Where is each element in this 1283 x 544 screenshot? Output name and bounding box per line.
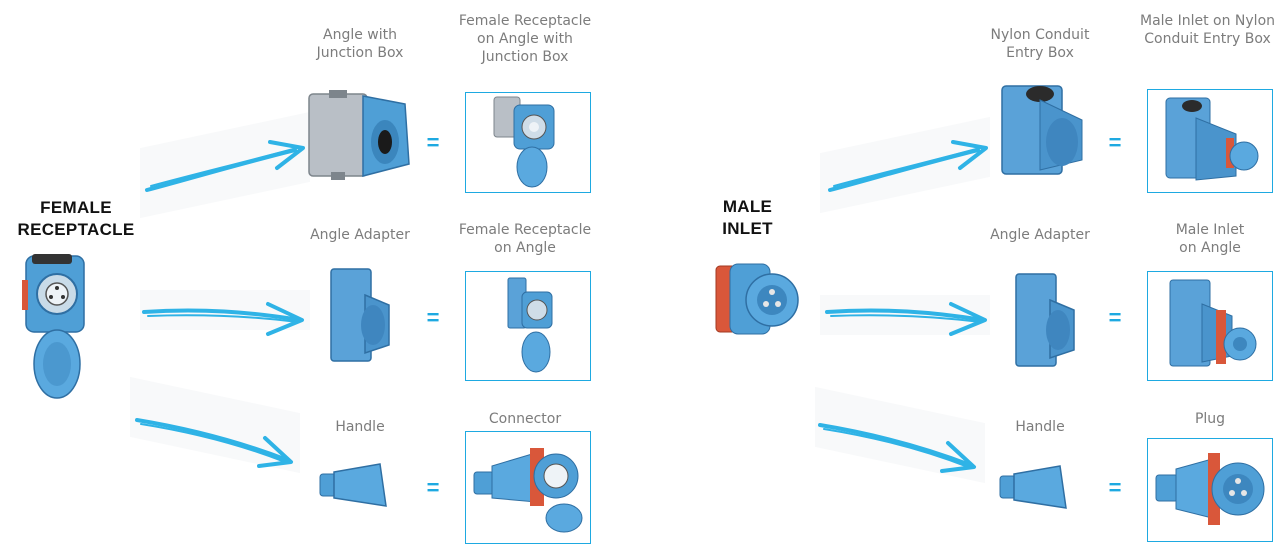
component-label-angle-adapter: Angle Adapter xyxy=(300,226,420,244)
result-label-connector: Connector xyxy=(455,410,595,428)
result-box-female-receptacle-on-angle xyxy=(465,271,591,381)
male-inlet-on-angle-image xyxy=(1156,274,1266,378)
result-label-plug: Plug xyxy=(1140,410,1280,428)
result-box-male-inlet-on-angle xyxy=(1147,271,1273,381)
equals-sign: = xyxy=(423,305,443,331)
equals-sign: = xyxy=(1105,475,1125,501)
title-line: FEMALE xyxy=(6,197,146,219)
result-box-connector xyxy=(465,431,591,544)
result-label-male-inlet-on-nylon-conduit-entry-box: Male Inlet on Nylon Conduit Entry Box xyxy=(1135,12,1280,48)
equals-sign: = xyxy=(423,130,443,156)
component-label-handle: Handle xyxy=(300,418,420,436)
arrow-to-handle-right xyxy=(818,415,988,475)
result-box-male-inlet-on-nylon-conduit-entry-box xyxy=(1147,89,1273,193)
component-label-angle-adapter-right: Angle Adapter xyxy=(980,226,1100,244)
component-label-angle-with-junction-box: Angle with Junction Box xyxy=(300,26,420,62)
result-box-female-receptacle-on-angle-junction-box xyxy=(465,92,591,193)
plug-image xyxy=(1152,445,1268,535)
angle-adapter-image xyxy=(325,265,395,365)
equals-sign: = xyxy=(1105,305,1125,331)
result-label-female-receptacle-on-angle-junction-box: Female Receptacle on Angle with Junction… xyxy=(455,12,595,66)
arrow-to-angle-junction-box xyxy=(145,140,315,200)
handle-image xyxy=(320,460,390,510)
arrow-to-handle xyxy=(135,410,305,470)
male-inlet-on-nylon-conduit-entry-box-image xyxy=(1156,94,1266,190)
female-receptacle-on-angle-image xyxy=(490,274,570,378)
arrow-to-angle-adapter xyxy=(140,300,310,340)
angle-adapter-image-right xyxy=(1010,270,1080,370)
connector-image xyxy=(470,438,586,538)
female-receptacle-image xyxy=(20,252,90,402)
result-box-plug xyxy=(1147,438,1273,542)
component-label-handle-right: Handle xyxy=(980,418,1100,436)
title-line: RECEPTACLE xyxy=(6,219,146,241)
handle-image-right xyxy=(1000,462,1070,512)
male-inlet-image xyxy=(712,260,802,340)
female-receptacle-on-angle-junction-box-image xyxy=(484,95,574,191)
title-line: INLET xyxy=(700,218,795,240)
result-label-male-inlet-on-angle: Male Inlet on Angle xyxy=(1140,221,1280,257)
male-inlet-title: MALE INLET xyxy=(700,196,795,240)
arrow-to-nylon-conduit-entry-box xyxy=(828,140,998,200)
angle-junction-box-image xyxy=(305,90,415,180)
equals-sign: = xyxy=(423,475,443,501)
nylon-conduit-entry-box-image xyxy=(1000,80,1090,180)
result-label-female-receptacle-on-angle: Female Receptacle on Angle xyxy=(455,221,595,257)
component-label-nylon-conduit-entry-box: Nylon Conduit Entry Box xyxy=(980,26,1100,62)
equals-sign: = xyxy=(1105,130,1125,156)
arrow-to-angle-adapter-right xyxy=(823,300,993,340)
female-receptacle-title: FEMALE RECEPTACLE xyxy=(6,197,146,241)
title-line: MALE xyxy=(700,196,795,218)
